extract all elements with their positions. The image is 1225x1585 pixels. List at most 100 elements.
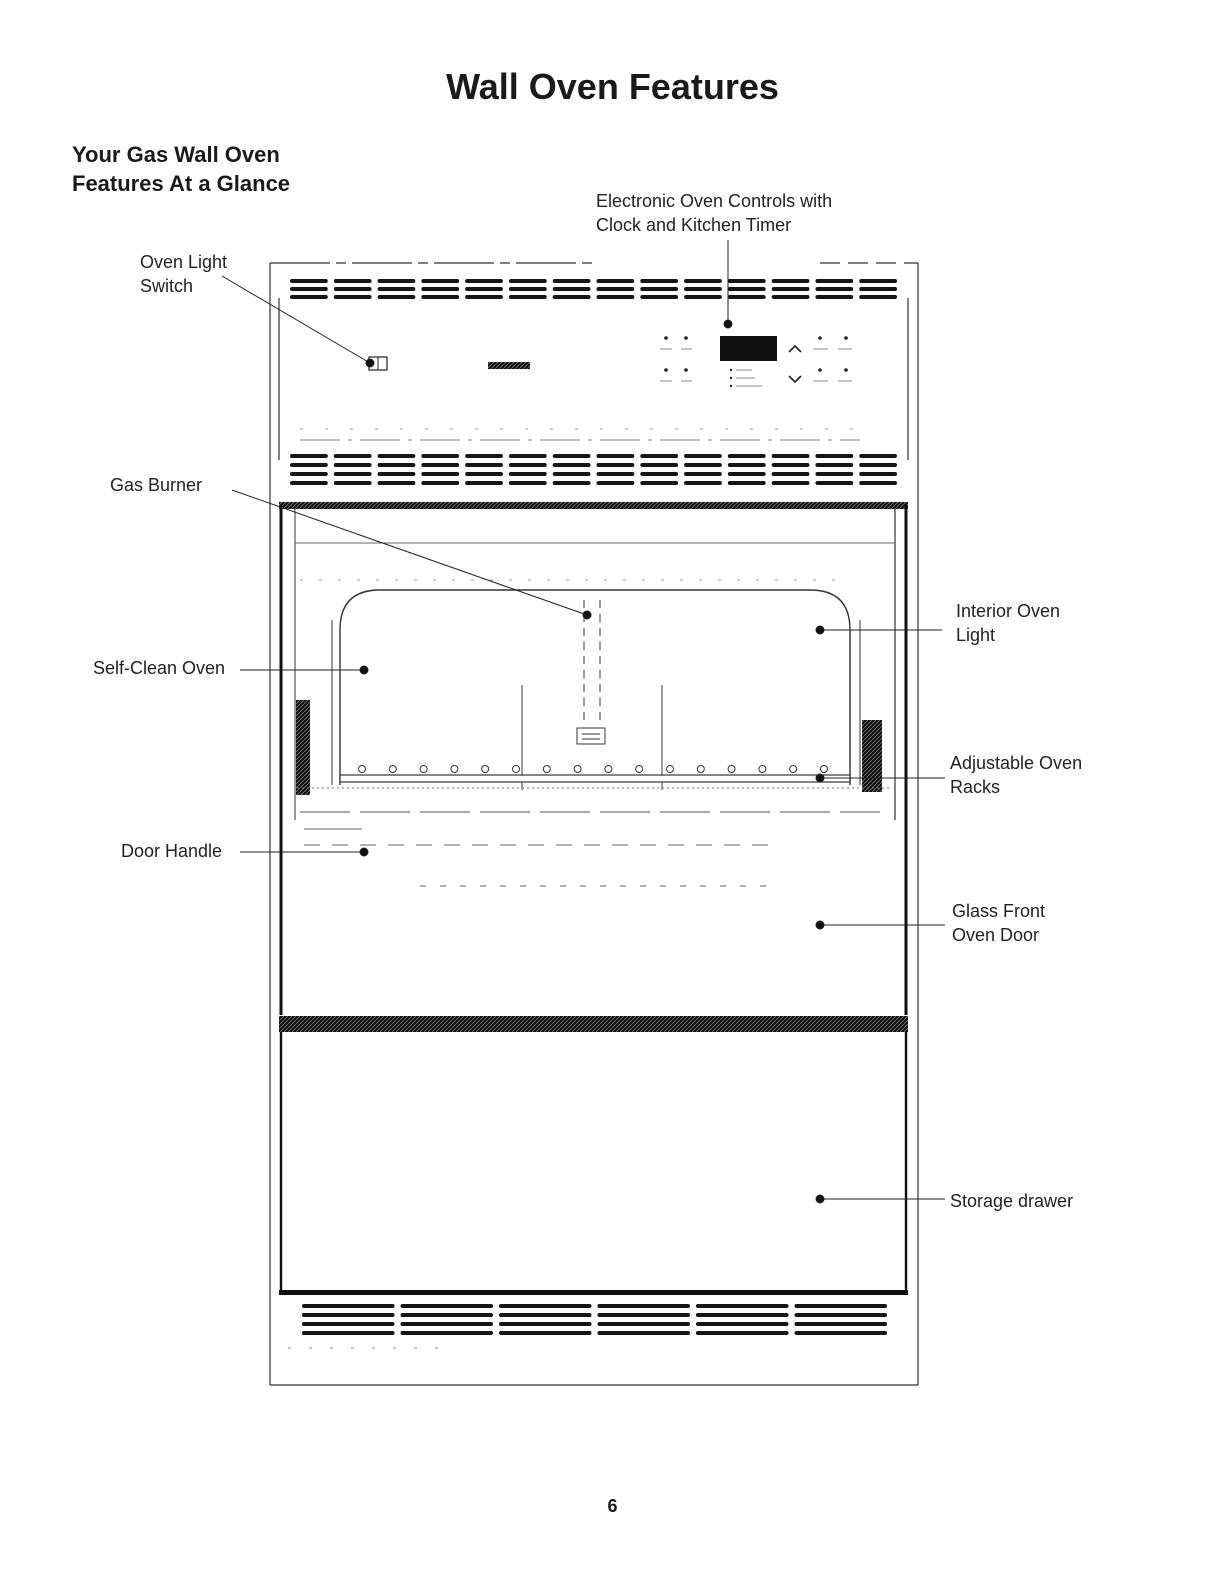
vent-slot: [553, 463, 591, 467]
rack-hole: [759, 766, 766, 773]
vent-slot: [334, 287, 372, 291]
vent-slot: [509, 481, 547, 485]
vent-slot: [421, 295, 459, 299]
vent-slot: [465, 472, 503, 476]
vent-slot: [290, 287, 328, 291]
vent-slot: [553, 481, 591, 485]
control-panel: [300, 336, 860, 440]
vent-slot: [684, 463, 722, 467]
vent-slot: [728, 472, 766, 476]
vent-slot: [772, 454, 810, 458]
bottom-vent-slots: [302, 1304, 887, 1335]
door-handle-area: [304, 829, 780, 886]
vent-slot: [302, 1322, 395, 1326]
vent-slot: [597, 279, 635, 283]
vent-slot: [684, 295, 722, 299]
vent-slot: [728, 454, 766, 458]
oven-door-frame: [279, 502, 908, 1015]
vent-slot: [597, 472, 635, 476]
vent-slot: [684, 481, 722, 485]
vent-slot: [499, 1331, 592, 1335]
clock-display: [720, 336, 777, 361]
vent-slot: [772, 295, 810, 299]
vent-slot: [290, 481, 328, 485]
vent-slot: [859, 472, 897, 476]
vent-slot: [401, 1322, 494, 1326]
vent-slot: [378, 481, 416, 485]
vent-slot: [772, 463, 810, 467]
vent-slot: [401, 1331, 494, 1335]
oven-rack: [296, 700, 890, 812]
vent-slot: [597, 463, 635, 467]
vent-slot: [553, 454, 591, 458]
vent-slot: [378, 454, 416, 458]
vent-slot: [553, 295, 591, 299]
vent-slot: [597, 454, 635, 458]
vent-slot: [509, 454, 547, 458]
vent-slot: [553, 472, 591, 476]
vent-slot: [334, 463, 372, 467]
vent-slot: [421, 463, 459, 467]
vent-slot: [598, 1322, 691, 1326]
vent-slot: [334, 295, 372, 299]
vent-slot: [772, 279, 810, 283]
vent-slot: [334, 454, 372, 458]
oven-cavity: [332, 590, 860, 790]
vent-slot: [696, 1322, 789, 1326]
vent-slot: [421, 472, 459, 476]
rack-hole: [667, 766, 674, 773]
rack-hole: [482, 766, 489, 773]
vent-slot: [499, 1313, 592, 1317]
vent-slot: [290, 295, 328, 299]
vent-slot: [597, 295, 635, 299]
rack-hole: [420, 766, 427, 773]
vent-slot: [815, 463, 853, 467]
vent-slot: [598, 1331, 691, 1335]
vent-slot: [598, 1313, 691, 1317]
vent-slot: [598, 1304, 691, 1308]
rack-hole: [451, 766, 458, 773]
vent-slot: [465, 295, 503, 299]
rack-hole: [574, 766, 581, 773]
vent-slot: [772, 472, 810, 476]
vent-slot: [378, 287, 416, 291]
rack-hole: [605, 766, 612, 773]
vent-slot: [859, 295, 897, 299]
vent-slot: [401, 1304, 494, 1308]
vent-slot: [553, 279, 591, 283]
vent-slot: [815, 481, 853, 485]
vent-slot: [640, 279, 678, 283]
vent-slot: [696, 1304, 789, 1308]
vent-slot: [684, 279, 722, 283]
rack-hole: [513, 766, 520, 773]
vent-slot: [684, 287, 722, 291]
vent-slot: [597, 287, 635, 291]
rack-hole: [728, 766, 735, 773]
vent-slot: [290, 472, 328, 476]
vent-slot: [696, 1313, 789, 1317]
vent-slot: [499, 1322, 592, 1326]
vent-slot: [859, 463, 897, 467]
vent-slot: [684, 454, 722, 458]
vent-slot: [509, 287, 547, 291]
vent-slot: [859, 481, 897, 485]
vent-slot: [859, 279, 897, 283]
vent-slot: [465, 279, 503, 283]
vent-slot: [597, 481, 635, 485]
vent-slot: [401, 1313, 494, 1317]
arrow-up-icon: [789, 346, 801, 352]
vent-slot: [334, 279, 372, 283]
vent-slot: [509, 472, 547, 476]
middle-vent-slots: [290, 454, 897, 485]
vent-slot: [553, 287, 591, 291]
vent-slot: [728, 287, 766, 291]
vent-slot: [334, 472, 372, 476]
vent-slot: [772, 287, 810, 291]
vent-slot: [696, 1331, 789, 1335]
vent-slot: [859, 287, 897, 291]
rack-hole: [821, 766, 828, 773]
rack-hole: [359, 766, 366, 773]
vent-slot: [509, 463, 547, 467]
storage-drawer: [279, 1016, 908, 1348]
